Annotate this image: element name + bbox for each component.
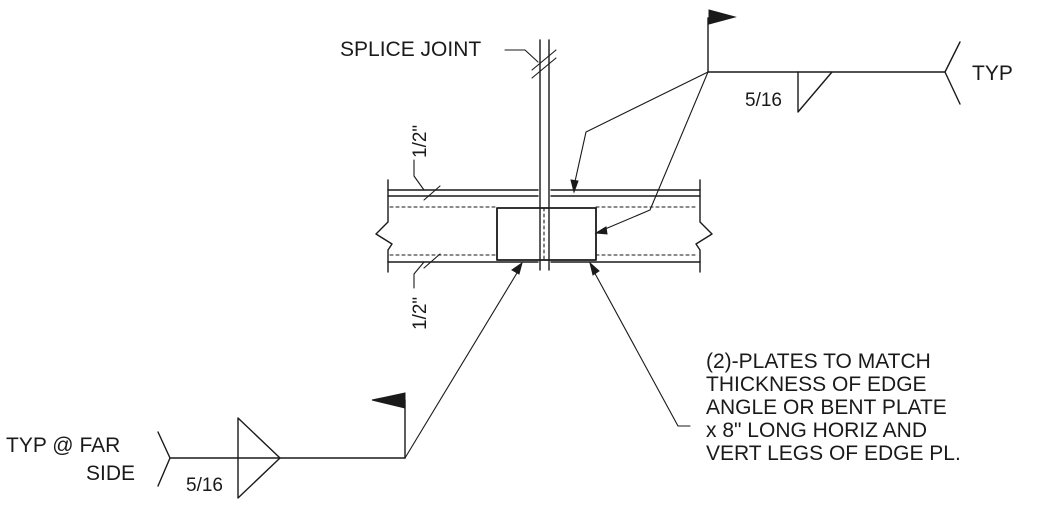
weld-symbol-bottom bbox=[157, 261, 523, 499]
note-line-2: THICKNESS OF EDGE bbox=[706, 373, 927, 396]
splice-joint-member bbox=[531, 39, 557, 271]
dim-bottom-label: 1/2" bbox=[410, 297, 431, 330]
edge-plate-left bbox=[387, 189, 539, 263]
field-weld-flag-bottom-icon bbox=[371, 392, 406, 409]
dimension-top: 1/2" bbox=[410, 125, 441, 201]
dim-top-label: 1/2" bbox=[410, 125, 431, 158]
note-line-3: ANGLE OR BENT PLATE bbox=[706, 396, 947, 419]
weld-size-top-label: 5/16 bbox=[745, 90, 782, 111]
weld-symbol-top bbox=[570, 9, 961, 235]
plate-note: (2)-PLATES TO MATCH THICKNESS OF EDGE AN… bbox=[706, 350, 961, 465]
break-line-left bbox=[375, 179, 393, 273]
dimension-bottom: 1/2" bbox=[410, 253, 441, 330]
weld-size-bottom-label: 5/16 bbox=[186, 475, 223, 496]
field-weld-flag-top-icon bbox=[708, 9, 737, 25]
splice-joint-label: SPLICE JOINT bbox=[340, 38, 481, 61]
typ-label: TYP bbox=[972, 62, 1013, 85]
note-line-4: x 8" LONG HORIZ AND bbox=[706, 419, 927, 442]
break-line-right bbox=[695, 179, 713, 273]
typ-far-side-line1: TYP @ FAR bbox=[6, 434, 120, 457]
typ-far-side-line2: SIDE bbox=[86, 462, 135, 485]
splice-plate bbox=[496, 207, 597, 261]
note-line-5: VERT LEGS OF EDGE PL. bbox=[706, 442, 961, 465]
edge-plate-right bbox=[550, 189, 701, 263]
note-line-1: (2)-PLATES TO MATCH bbox=[706, 350, 931, 373]
